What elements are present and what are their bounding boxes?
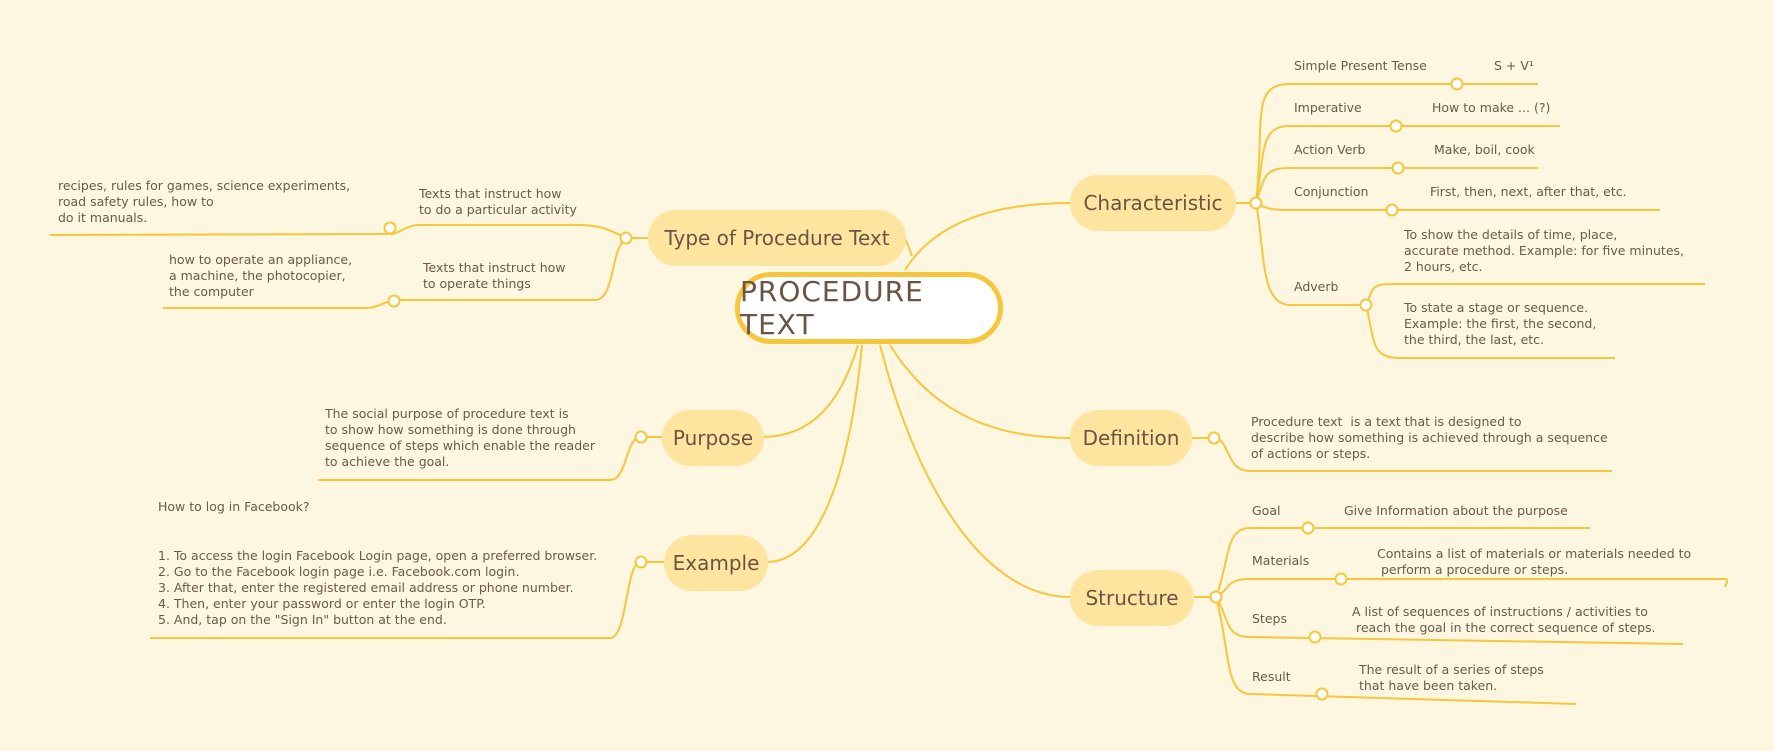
struct-steps-value[interactable]: A list of sequences of instructions / ac… — [1352, 604, 1656, 635]
char-conjunction[interactable]: Conjunction — [1294, 184, 1369, 199]
struct-result-value[interactable]: The result of a series of steps that hav… — [1359, 662, 1544, 693]
char-conjunction-value[interactable]: First, then, next, after that, etc. — [1430, 184, 1627, 199]
subtopic-instruct-activity[interactable]: Texts that instruct how to do a particul… — [419, 186, 577, 217]
example-title[interactable]: How to log in Facebook? — [158, 499, 310, 514]
struct-materials[interactable]: Materials — [1252, 553, 1310, 568]
struct-steps[interactable]: Steps — [1252, 611, 1287, 626]
char-imperative-value[interactable]: How to make ... (?) — [1432, 100, 1551, 115]
char-adverb-detail-sequence[interactable]: To state a stage or sequence. Example: t… — [1404, 300, 1597, 347]
struct-result[interactable]: Result — [1252, 669, 1291, 684]
char-action-verb-value[interactable]: Make, boil, cook — [1434, 142, 1535, 157]
topic-structure[interactable]: Structure — [1070, 570, 1194, 626]
char-simple-present-tense[interactable]: Simple Present Tense — [1294, 58, 1427, 73]
purpose-text[interactable]: The social purpose of procedure text is … — [325, 406, 595, 469]
leaf-operate-examples[interactable]: how to operate an appliance, a machine, … — [169, 252, 353, 299]
struct-goal-value[interactable]: Give Information about the purpose — [1344, 503, 1568, 518]
topic-definition[interactable]: Definition — [1070, 410, 1192, 466]
topic-example[interactable]: Example — [664, 535, 768, 591]
topic-purpose[interactable]: Purpose — [662, 410, 764, 466]
char-simple-present-tense-value[interactable]: S + V¹ — [1494, 58, 1534, 73]
subtopic-instruct-operate[interactable]: Texts that instruct how to operate thing… — [423, 260, 566, 291]
char-action-verb[interactable]: Action Verb — [1294, 142, 1366, 157]
topic-characteristic[interactable]: Characteristic — [1070, 175, 1236, 231]
example-steps[interactable]: 1. To access the login Facebook Login pa… — [158, 548, 598, 627]
struct-materials-value[interactable]: Contains a list of materials or material… — [1377, 546, 1692, 577]
char-imperative[interactable]: Imperative — [1294, 100, 1362, 115]
central-topic[interactable]: PROCEDURE TEXT — [735, 272, 1003, 344]
definition-text[interactable]: Procedure text is a text that is designe… — [1251, 414, 1608, 461]
struct-goal[interactable]: Goal — [1252, 503, 1281, 518]
topic-type-of-procedure-text[interactable]: Type of Procedure Text — [648, 210, 906, 266]
leaf-activity-examples[interactable]: recipes, rules for games, science experi… — [58, 178, 351, 225]
char-adverb[interactable]: Adverb — [1294, 279, 1339, 294]
char-adverb-detail-time[interactable]: To show the details of time, place, accu… — [1404, 227, 1684, 274]
